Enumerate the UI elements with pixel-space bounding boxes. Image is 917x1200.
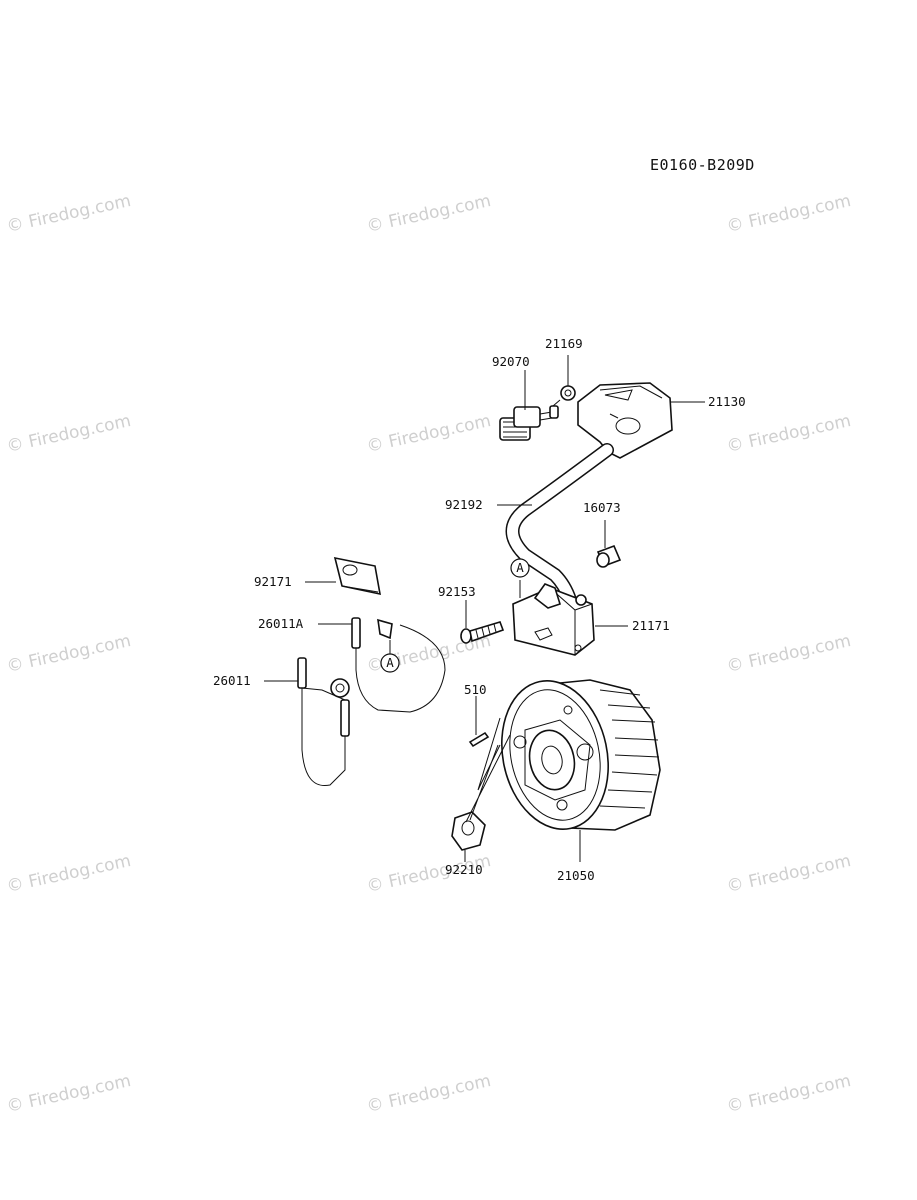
watermark: © Firedog.com xyxy=(5,1071,133,1117)
part-number-label: 92192 xyxy=(445,497,483,512)
hv-cable-drawing xyxy=(505,443,614,607)
flywheel-drawing xyxy=(500,679,661,831)
part-number-label: 92070 xyxy=(492,354,530,369)
part-number-label: 21171 xyxy=(632,618,670,633)
clip-drawing xyxy=(333,556,381,596)
part-number-label: 26011 xyxy=(213,673,251,688)
watermark: © Firedog.com xyxy=(5,631,133,677)
part-number-label: 92171 xyxy=(254,574,292,589)
reference-marker-label: A xyxy=(386,655,394,670)
collar-drawing xyxy=(596,544,622,568)
ignition-coil-drawing xyxy=(512,583,595,656)
part-number-label: 92153 xyxy=(438,584,476,599)
leader-lines xyxy=(264,355,705,862)
lead-a-drawing xyxy=(351,617,446,713)
part-number-label: 510 xyxy=(464,682,487,697)
part-number-label: 21050 xyxy=(557,868,595,883)
part-number-label: 92210 xyxy=(445,862,483,877)
reference-marker-label: A xyxy=(516,560,524,575)
part-labels: 21169 92070 21130 92192 16073 92171 9215… xyxy=(213,336,746,883)
plug-cap-spring-drawing xyxy=(552,385,576,407)
watermark: © Firedog.com xyxy=(5,411,133,457)
watermark: © Firedog.com xyxy=(725,191,853,237)
spark-plug-drawing xyxy=(499,405,559,441)
watermark: © Firedog.com xyxy=(5,191,133,237)
watermark: © Firedog.com xyxy=(365,1071,493,1117)
watermark: © Firedog.com xyxy=(5,851,133,897)
diagram-code: E0160-B209D xyxy=(650,156,755,174)
part-number-label: 21130 xyxy=(708,394,746,409)
part-number-label: 21169 xyxy=(545,336,583,351)
nut-drawing xyxy=(451,811,486,851)
plug-cap-drawing xyxy=(577,382,673,459)
part-number-label: 26011A xyxy=(258,616,304,631)
reference-marker-a: A xyxy=(380,653,400,673)
key-drawing xyxy=(468,731,490,748)
lead-drawing xyxy=(297,657,350,787)
watermark: © Firedog.com xyxy=(365,191,493,237)
watermark: © Firedog.com xyxy=(725,851,853,897)
reference-marker-a: A xyxy=(510,558,530,578)
watermark-layer: © Firedog.com © Firedog.com © Firedog.co… xyxy=(5,191,853,1117)
part-number-label: 16073 xyxy=(583,500,621,515)
watermark: © Firedog.com xyxy=(365,411,493,457)
watermark: © Firedog.com xyxy=(725,411,853,457)
watermark: © Firedog.com xyxy=(725,1071,853,1117)
bolt-drawing xyxy=(460,621,505,644)
watermark: © Firedog.com xyxy=(725,631,853,677)
